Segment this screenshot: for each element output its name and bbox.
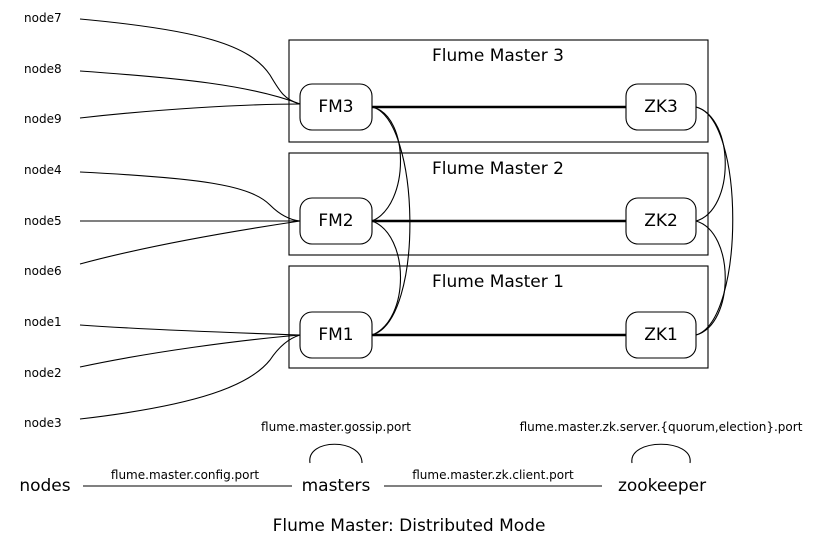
- wire-node8-fm3: [79, 70, 301, 105]
- node-label: node8: [24, 62, 62, 76]
- node-label: node5: [24, 214, 62, 228]
- gossip-loop: [309, 443, 363, 464]
- zk-client-port-label: flume.master.zk.client.port: [412, 468, 574, 482]
- wire-node4-fm2: [79, 171, 301, 222]
- fm3-box[interactable]: [299, 83, 373, 131]
- cluster-box-3: [288, 39, 709, 143]
- wire-node2-fm1: [79, 334, 301, 368]
- wire-node7-fm3: [79, 18, 301, 105]
- node-label: node6: [24, 264, 62, 278]
- cluster-title-2: Flume Master 2: [432, 159, 564, 179]
- config-port-label: flume.master.config.port: [111, 468, 260, 482]
- legend-zookeeper: zookeeper: [618, 476, 706, 496]
- gossip-wires: [371, 106, 411, 336]
- gossip-fm2-fm1: [371, 220, 401, 336]
- zk1-label: ZK1: [644, 325, 678, 345]
- cluster-title-3: Flume Master 3: [432, 46, 564, 66]
- wire-node6-fm2: [79, 220, 301, 265]
- zk-wires: [695, 106, 734, 336]
- zk-link-3-2: [695, 106, 726, 222]
- fm1-box[interactable]: [299, 311, 373, 359]
- zk-server-loop: [631, 443, 691, 464]
- zk-server-port-label: flume.master.zk.server.{quorum,election}…: [520, 420, 803, 434]
- zk3-box[interactable]: [625, 83, 697, 131]
- wire-node3-fm1: [79, 334, 301, 420]
- node-label: node9: [24, 112, 62, 126]
- diagram-caption: Flume Master: Distributed Mode: [273, 516, 546, 536]
- zk-link-2-1: [695, 220, 726, 336]
- node-label: node7: [24, 11, 62, 25]
- fm2-label: FM2: [318, 211, 353, 231]
- zk-link-3-1: [695, 106, 734, 336]
- node-label: node1: [24, 315, 62, 329]
- node-labels: node7 node8 node9 node4 node5 node6 node…: [24, 11, 62, 430]
- fm2-box[interactable]: [299, 197, 373, 245]
- cluster-title-1: Flume Master 1: [432, 272, 564, 292]
- gossip-fm3-fm2: [371, 106, 402, 222]
- fm1-label: FM1: [318, 325, 353, 345]
- node-label: node4: [24, 163, 62, 177]
- cluster-box-2: [288, 152, 709, 256]
- wire-node1-fm1: [79, 324, 301, 336]
- zk1-box[interactable]: [625, 311, 697, 359]
- wire-node9-fm3: [79, 103, 301, 119]
- zk2-label: ZK2: [644, 211, 678, 231]
- legend-nodes: nodes: [19, 476, 70, 496]
- legend: flume.master.gossip.port flume.master.zk…: [19, 420, 802, 496]
- zk2-box[interactable]: [625, 197, 697, 245]
- node-wires: [79, 18, 301, 420]
- node-label: node3: [24, 416, 62, 430]
- fm3-label: FM3: [318, 97, 353, 117]
- node-label: node2: [24, 366, 62, 380]
- zk3-label: ZK3: [644, 97, 678, 117]
- cluster-box-1: [288, 265, 709, 369]
- gossip-port-label: flume.master.gossip.port: [261, 420, 411, 434]
- legend-masters: masters: [302, 476, 371, 496]
